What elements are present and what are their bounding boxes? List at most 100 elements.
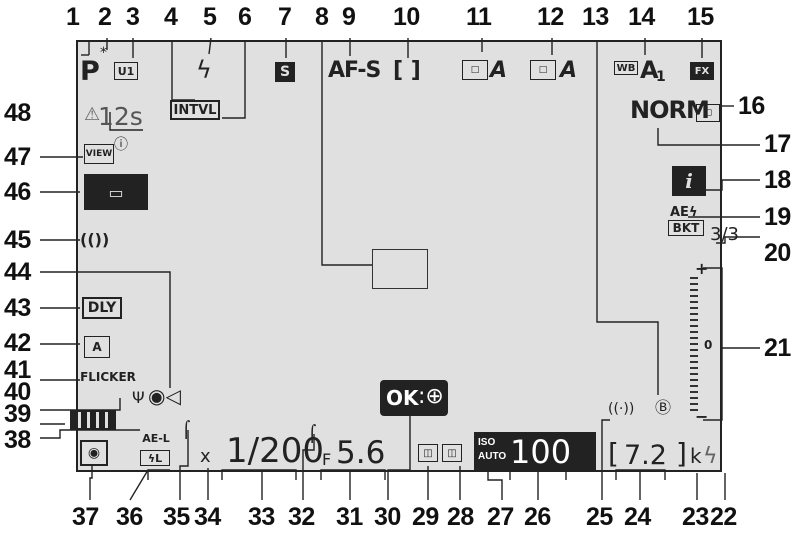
flexible-program-indicator: * [100,45,107,61]
monitor-icon: Ψ [132,388,145,407]
exposure-scale [690,277,698,411]
view-warning-icon: ⓘ [114,137,128,153]
callout-14: 14 [628,3,655,31]
bluetooth-icon: Ⓑ [655,398,672,417]
callout-1: 1 [66,3,80,31]
callout-7: 7 [278,3,292,31]
callout-20: 20 [764,239,791,267]
remaining-bracket-right: ] [676,437,687,470]
callout-27: 27 [487,503,514,531]
af-area-mode-indicator: [ ] [393,58,421,83]
focus-mode-indicator: AF-S [328,58,381,83]
callout-2: 2 [98,3,112,31]
vibration-reduction-icon: (()) [80,230,110,249]
flash-mode-icon: ϟ [196,56,212,84]
info-button[interactable]: i [672,166,706,196]
callout-28: 28 [447,503,474,531]
flash-ready-icon: ϟ [703,444,718,469]
fv-lock-indicator: ϟL [140,450,170,466]
aperture-value: 5.6 [336,435,386,471]
flash-sync-indicator: x [200,446,211,467]
iso-display [474,432,596,472]
bracketing-type-bottom: BKT [668,220,704,236]
eye-sensor-icon: ◉◁ [148,384,181,408]
callout-32: 32 [288,503,315,531]
touch-shutter-button[interactable]: ▭ [84,174,148,210]
callout-37: 37 [72,503,99,531]
aperture-lock-icon: ⌠ [308,424,317,443]
white-balance-label: WB [614,61,638,75]
callout-22: 22 [710,503,737,531]
shutter-lock-icon: ⌠ [182,420,191,439]
shooting-mode-indicator: P [80,56,100,87]
focus-target-icon: :⊕ [418,384,444,409]
callout-44: 44 [4,258,31,286]
callout-17: 17 [764,130,791,158]
aperture-f-label: F [322,450,332,469]
bracketing-progress: 3/3 [710,224,739,245]
ok-label: OK [386,386,419,410]
callout-31: 31 [336,503,363,531]
callout-42: 42 [4,329,31,357]
callout-9: 9 [342,3,356,31]
callout-19: 19 [764,203,791,231]
image-size-icon: ▢ [696,104,720,122]
callout-48: 48 [4,99,31,127]
callout-38: 38 [4,426,31,454]
callout-18: 18 [764,166,791,194]
callout-6: 6 [238,3,252,31]
callout-41: 41 [4,356,31,384]
active-d-lighting-icon: □ [530,60,556,80]
viewfinder-display-indicator: A [84,336,110,358]
ae-lock-indicator: AE-L [142,431,170,445]
callout-30: 30 [374,503,401,531]
delay-indicator: DLY [82,297,122,319]
callout-24: 24 [624,503,651,531]
white-balance-value: A [640,56,659,84]
callout-34: 34 [194,503,221,531]
focus-point-frame [372,249,428,289]
callout-45: 45 [4,226,31,254]
callout-11: 11 [466,3,492,31]
exposure-compensation-icon: ◫ [442,444,462,462]
callout-15: 15 [687,3,714,31]
iso-value: 100 [510,433,572,471]
callout-16: 16 [738,92,765,120]
view-mode-indicator: VIEW [84,144,114,164]
picture-control-value: A [490,58,508,83]
iso-label: ISO [478,437,496,448]
callout-12: 12 [537,3,564,31]
image-size-icon-glyph: ▢ [703,108,713,118]
release-mode-indicator: S [275,62,295,82]
interval-timer-indicator: INTVL [170,100,220,120]
callout-25: 25 [586,503,613,531]
callout-5: 5 [203,3,217,31]
bracketing-type-top: AEϟ [670,205,698,220]
white-balance-sub: 1 [656,69,666,85]
callout-10: 10 [393,3,420,31]
image-area-indicator: FX [690,62,714,80]
exposure-zero: 0 [704,338,713,352]
exposure-indicator: + 0 − [690,261,712,425]
callout-4: 4 [164,3,178,31]
callout-36: 36 [116,503,143,531]
callout-3: 3 [126,3,140,31]
shutter-speed: 1/200 [226,431,324,471]
callout-43: 43 [4,294,31,322]
callout-46: 46 [4,178,31,206]
callout-26: 26 [524,503,551,531]
active-d-lighting-icon-glyph: □ [538,65,548,75]
temperature-warning-icon: ⚠ [84,104,101,125]
callout-13: 13 [582,3,609,31]
callout-35: 35 [163,503,190,531]
callout-29: 29 [412,503,439,531]
picture-control-icon: □ [462,60,488,80]
remaining-bracket-left: [ [608,437,619,470]
interval-time: 12s [98,102,143,131]
ok-focus-area[interactable] [380,380,448,416]
wifi-connection-icon: ((·)) [608,401,635,417]
active-d-lighting-value: A [560,58,578,83]
exposure-plus: + [695,259,709,278]
callout-33: 33 [248,503,275,531]
battery-indicator [70,410,116,430]
